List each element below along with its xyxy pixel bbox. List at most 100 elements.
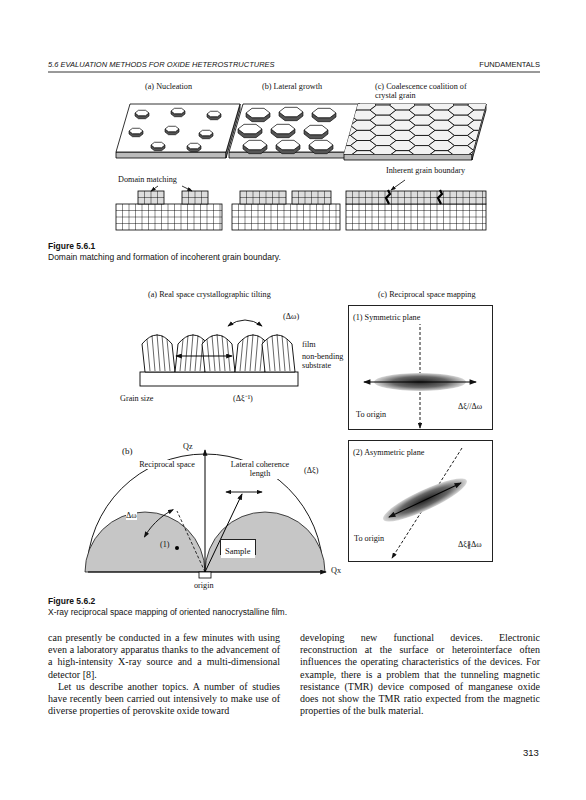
forbidden-region xyxy=(85,512,205,572)
column-line xyxy=(227,339,230,371)
page-number: 313 xyxy=(523,748,539,759)
direction-label: To origin xyxy=(354,534,384,543)
plate-top xyxy=(116,104,240,152)
grain-hexagon xyxy=(331,95,357,105)
lattice-line xyxy=(240,197,286,198)
grain-hexagon xyxy=(468,130,494,140)
column-line xyxy=(240,339,243,371)
grain-boundary xyxy=(386,190,390,204)
grain-hexagon xyxy=(468,110,494,120)
lattice-line xyxy=(232,217,340,218)
film-island xyxy=(182,191,208,204)
column-line xyxy=(282,335,285,371)
column-line xyxy=(287,339,290,371)
grain-hexagon xyxy=(331,105,357,115)
substrate-lattice xyxy=(232,204,340,230)
part-label: Grain size xyxy=(120,394,153,403)
island-top xyxy=(276,140,300,149)
leader-line xyxy=(151,186,158,191)
grain-hexagon xyxy=(448,156,474,166)
qz-axis xyxy=(205,450,206,572)
part-label: Lateral coherence length xyxy=(220,460,300,479)
callout-label: Inherent grain boundary xyxy=(386,166,465,175)
column-line xyxy=(185,335,188,371)
column-line xyxy=(190,334,193,371)
panel-title: (a) Real space crystallographic tilting xyxy=(148,290,271,299)
column-line xyxy=(277,334,280,371)
figure-number: Figure 5.6.1 xyxy=(48,242,95,252)
island-top xyxy=(271,124,295,133)
panel-title: (a) Nucleation xyxy=(145,82,192,91)
scattering-vector xyxy=(205,494,242,572)
origin-mark xyxy=(199,572,211,578)
coherence-arrow xyxy=(226,492,262,493)
grain-hexagon xyxy=(487,135,513,145)
lattice-line xyxy=(182,197,208,198)
direction-label: To origin xyxy=(356,410,386,419)
tilt-arrow xyxy=(228,320,262,326)
column-line xyxy=(250,334,253,371)
symbol-label: Δω xyxy=(126,511,137,520)
island-top xyxy=(279,107,303,116)
grain-hexagon xyxy=(468,161,494,171)
grain-size-arrow xyxy=(176,356,232,357)
island-top xyxy=(207,111,221,116)
axis-label: Qx xyxy=(331,566,341,575)
column-line xyxy=(195,335,198,371)
lattice-line xyxy=(138,197,164,198)
part-label: non-bending substrate xyxy=(302,352,360,371)
reciprocal-point xyxy=(175,546,179,550)
island-top xyxy=(135,110,149,115)
island-top xyxy=(187,143,201,148)
section-name: FUNDAMENTALS xyxy=(479,61,540,70)
column-line xyxy=(167,339,170,371)
island-top xyxy=(199,130,213,135)
island-top xyxy=(151,142,165,147)
island-top xyxy=(246,108,270,117)
forbidden-region xyxy=(205,512,325,572)
grain-hexagon xyxy=(487,156,513,166)
lattice-line xyxy=(292,197,331,198)
column-line xyxy=(207,339,210,371)
grain-hexagon xyxy=(468,120,494,130)
panel-box: (2) Asymmetric plane xyxy=(348,440,493,562)
callout-number: (1) xyxy=(160,540,170,549)
node-text: Sample xyxy=(221,544,255,558)
grain-boundary xyxy=(438,190,442,204)
island-top xyxy=(171,108,185,113)
callout-label: Domain matching xyxy=(118,175,177,184)
sample-box: Sample xyxy=(220,539,256,555)
broadening-arrow xyxy=(389,483,461,517)
substrate-lattice xyxy=(346,204,486,230)
column-line xyxy=(180,339,183,371)
body-paragraph: Let us describe another topics. A number… xyxy=(48,681,280,718)
figure-caption: X-ray reciprocal space mapping of orient… xyxy=(48,608,287,618)
plate-top xyxy=(229,104,360,152)
lattice-line xyxy=(116,223,222,224)
axis-label: Qz xyxy=(183,442,193,451)
film-island xyxy=(240,191,286,204)
symbol-label: (Δω) xyxy=(283,312,299,321)
grain-hexagon xyxy=(468,151,494,161)
substrate-lattice xyxy=(116,204,222,230)
node-text: (1) Symmetric plane xyxy=(349,311,424,324)
grain-hexagon xyxy=(487,146,513,156)
column-line xyxy=(255,335,258,371)
panel-title: (b) xyxy=(122,446,133,456)
symbol-label: Δξ//Δω xyxy=(458,402,482,411)
column-line xyxy=(245,335,248,371)
lattice-line xyxy=(116,217,222,218)
island-top xyxy=(129,128,143,133)
tilted-grain xyxy=(142,335,175,372)
column-line xyxy=(217,334,220,371)
island-top xyxy=(312,108,336,117)
leader-line xyxy=(182,186,192,191)
symbol-label: (Δξ⁻¹) xyxy=(233,394,253,403)
scattering-vector xyxy=(177,511,205,572)
leader-line xyxy=(391,180,405,190)
grain-hexagon xyxy=(487,105,513,115)
grain-hexagon xyxy=(487,125,513,135)
grain-hexagon xyxy=(468,141,494,151)
grain-hexagon xyxy=(487,115,513,125)
